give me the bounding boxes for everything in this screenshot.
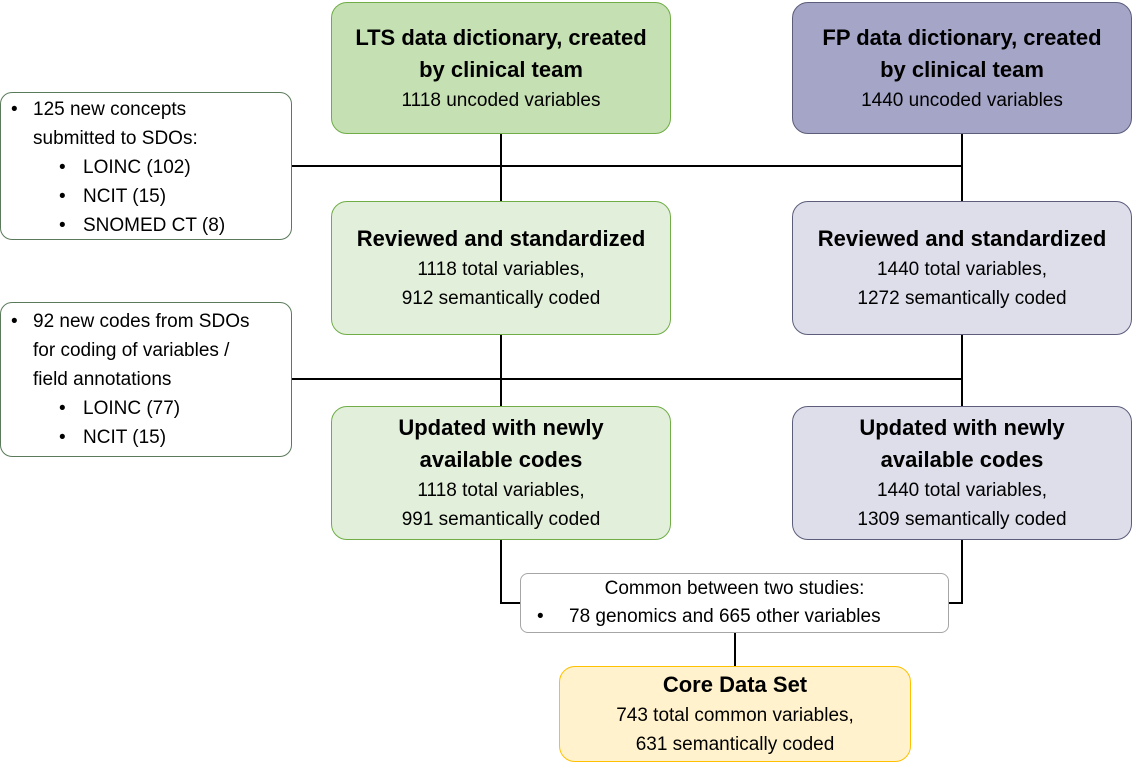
bullet-icon: • <box>59 157 66 178</box>
common-variables-box: Common between two studies: • 78 genomic… <box>520 573 949 633</box>
new-codes-note: • 92 new codes from SDOs for coding of v… <box>0 302 292 457</box>
lts-updated-box: Updated with newly available codes 1118 … <box>331 406 671 540</box>
core-data-set-details: 743 total common variables, 631 semantic… <box>616 705 854 755</box>
fp-updated-title: Updated with newly available codes <box>859 415 1065 472</box>
core-data-set-box: Core Data Set 743 total common variables… <box>559 666 911 762</box>
list-item: • SNOMED CT (8) <box>11 211 291 240</box>
bullet-icon: • <box>59 215 66 236</box>
list-item: • NCIT (15) <box>11 182 291 211</box>
fp-reviewed-details: 1440 total variables, 1272 semantically … <box>857 259 1067 309</box>
lts-dictionary-detail: 1118 uncoded variables <box>401 89 601 111</box>
list-item: • 92 new codes from SDOs <box>11 307 291 336</box>
fp-reviewed-title: Reviewed and standardized <box>817 226 1107 251</box>
bullet-icon: • <box>59 398 66 419</box>
lts-updated-title: Updated with newly available codes <box>398 415 604 472</box>
fp-dictionary-box: FP data dictionary, created by clinical … <box>792 2 1132 134</box>
new-concepts-note: • 125 new concepts submitted to SDOs: • … <box>0 92 292 240</box>
list-item: • LOINC (77) <box>11 394 291 423</box>
lts-dictionary-title: LTS data dictionary, created by clinical… <box>355 24 647 82</box>
connector-fp-common <box>949 540 963 604</box>
common-heading: Common between two studies: <box>604 578 865 599</box>
lts-updated-details: 1118 total variables, 991 semantically c… <box>401 480 601 530</box>
connector-lts-common <box>500 540 520 604</box>
list-item: • 78 genomics and 665 other variables <box>521 603 948 631</box>
fp-updated-details: 1440 total variables, 1309 semantically … <box>857 480 1067 530</box>
fp-dictionary-detail: 1440 uncoded variables <box>861 89 1063 111</box>
list-item: • 125 new concepts <box>11 95 291 124</box>
core-data-set-title: Core Data Set <box>662 672 808 697</box>
bullet-icon: • <box>11 311 18 332</box>
lts-dictionary-box: LTS data dictionary, created by clinical… <box>331 2 671 134</box>
lts-reviewed-details: 1118 total variables, 912 semantically c… <box>401 259 601 309</box>
fp-dictionary-title: FP data dictionary, created by clinical … <box>822 24 1102 82</box>
bullet-icon: • <box>59 427 66 448</box>
list-item: • LOINC (102) <box>11 153 291 182</box>
lts-reviewed-box: Reviewed and standardized 1118 total var… <box>331 201 671 335</box>
lts-reviewed-title: Reviewed and standardized <box>356 226 646 251</box>
bullet-icon: • <box>537 606 544 627</box>
bullet-icon: • <box>59 186 66 207</box>
bullet-icon: • <box>11 99 18 120</box>
list-item: • NCIT (15) <box>11 423 291 452</box>
fp-updated-box: Updated with newly available codes 1440 … <box>792 406 1132 540</box>
fp-reviewed-box: Reviewed and standardized 1440 total var… <box>792 201 1132 335</box>
